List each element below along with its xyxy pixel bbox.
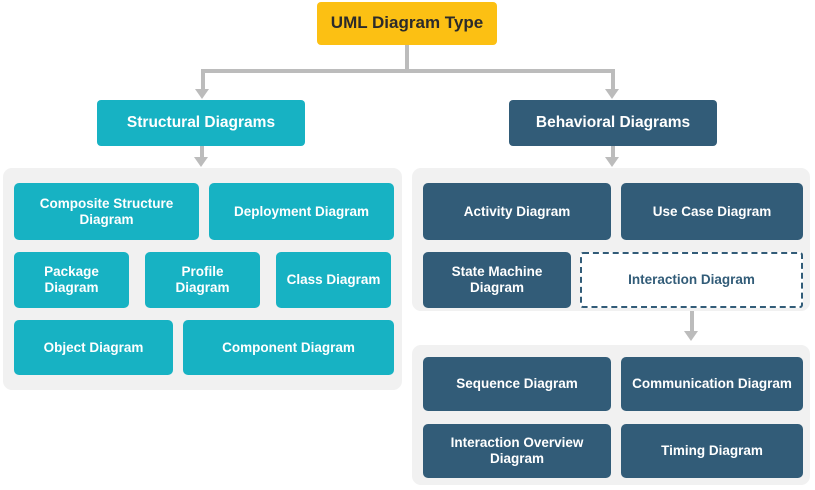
connector-behavioral-to-panel: [611, 146, 615, 160]
arrowhead-behavioral-panel: [605, 157, 619, 167]
arrowhead-to-behavioral: [605, 89, 619, 99]
connector-to-behavioral: [611, 69, 615, 91]
leaf-class-diagram[interactable]: Class Diagram: [276, 252, 391, 308]
leaf-deployment-diagram[interactable]: Deployment Diagram: [209, 183, 394, 240]
arrowhead-interaction-subpanel: [684, 331, 698, 341]
leaf-profile-diagram[interactable]: Profile Diagram: [145, 252, 260, 308]
connector-to-structural: [201, 69, 205, 91]
connector-root-stem: [405, 45, 409, 72]
leaf-state-machine-diagram[interactable]: State Machine Diagram: [423, 252, 571, 308]
leaf-activity-diagram[interactable]: Activity Diagram: [423, 183, 611, 240]
leaf-package-diagram[interactable]: Package Diagram: [14, 252, 129, 308]
leaf-object-diagram[interactable]: Object Diagram: [14, 320, 173, 375]
leaf-composite-structure-diagram[interactable]: Composite Structure Diagram: [14, 183, 199, 240]
leaf-interaction-overview-diagram[interactable]: Interaction Overview Diagram: [423, 424, 611, 478]
arrowhead-structural-panel: [194, 157, 208, 167]
leaf-timing-diagram[interactable]: Timing Diagram: [621, 424, 803, 478]
leaf-sequence-diagram[interactable]: Sequence Diagram: [423, 357, 611, 411]
root-node-uml-diagram-type[interactable]: UML Diagram Type: [317, 2, 497, 45]
category-node-interaction-diagram[interactable]: Interaction Diagram: [580, 252, 803, 308]
connector-interaction-to-subpanel: [690, 308, 694, 334]
connector-structural-to-panel: [200, 146, 204, 160]
connector-root-bar: [203, 69, 611, 73]
leaf-communication-diagram[interactable]: Communication Diagram: [621, 357, 803, 411]
branch-node-structural-diagrams[interactable]: Structural Diagrams: [97, 100, 305, 146]
branch-node-behavioral-diagrams[interactable]: Behavioral Diagrams: [509, 100, 717, 146]
leaf-use-case-diagram[interactable]: Use Case Diagram: [621, 183, 803, 240]
arrowhead-to-structural: [195, 89, 209, 99]
leaf-component-diagram[interactable]: Component Diagram: [183, 320, 394, 375]
